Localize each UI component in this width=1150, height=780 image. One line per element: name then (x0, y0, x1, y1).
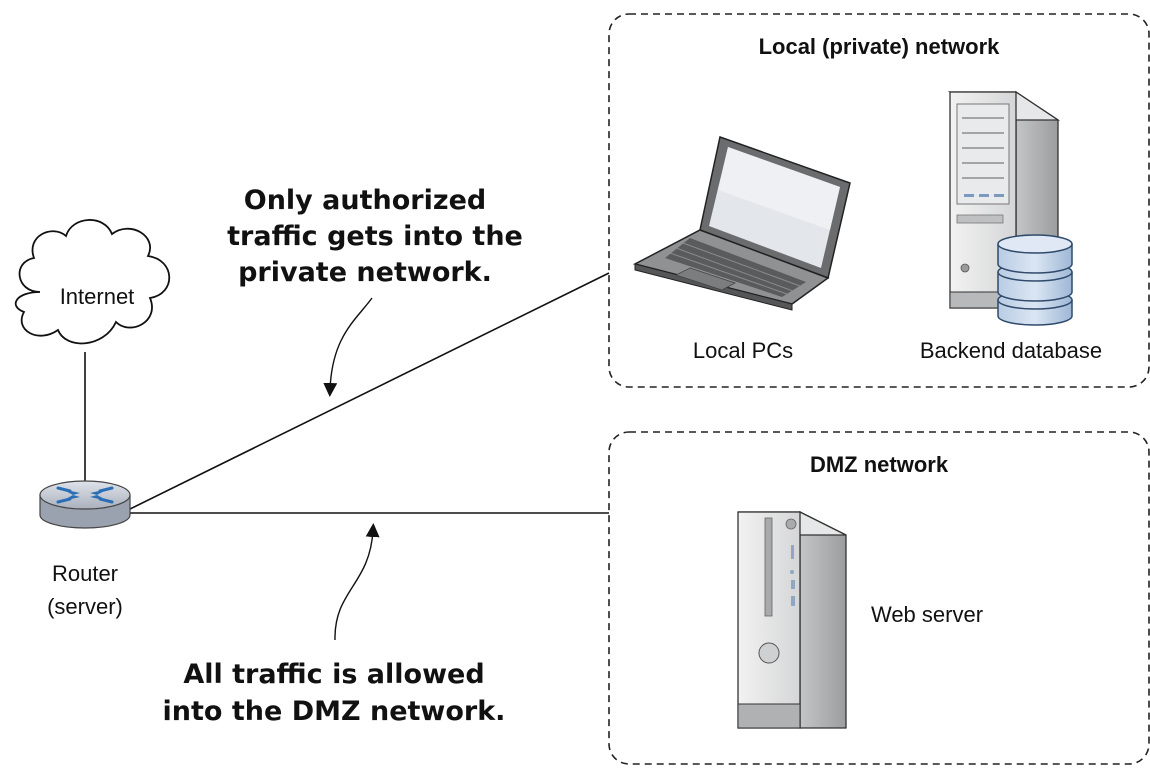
web-server-node: Web server (737, 510, 983, 729)
private-note-arrow (323, 297, 373, 397)
dmz-note-arrow (334, 523, 380, 641)
local-pcs-node: Local PCs (632, 136, 851, 363)
dmz-network-zone: DMZ network (608, 431, 1150, 765)
server-tower-icon (737, 510, 847, 729)
router-node: Router (server) (39, 480, 131, 619)
local-pcs-label: Local PCs (693, 338, 793, 363)
internet-cloud: Internet (14, 219, 171, 345)
private-note-line3: private network. (238, 257, 492, 288)
router-icon (39, 480, 131, 529)
web-server-label: Web server (871, 602, 983, 627)
private-note-line1: Only authorized (244, 185, 486, 216)
router-label-line2: (server) (47, 594, 123, 619)
private-network-title: Local (private) network (759, 34, 1001, 59)
dmz-network-title: DMZ network (810, 452, 949, 477)
backend-database-node: Backend database (920, 90, 1102, 363)
private-note-line2: traffic gets into the (227, 221, 523, 252)
dmz-annotation: All traffic is allowed into the DMZ netw… (163, 523, 506, 727)
database-icon (997, 234, 1073, 326)
private-network-annotation: Only authorized traffic gets into the pr… (227, 185, 523, 397)
dmz-note-line1: All traffic is allowed (183, 659, 484, 690)
backend-database-label: Backend database (920, 338, 1102, 363)
cloud-icon (14, 219, 171, 345)
internet-label: Internet (60, 284, 135, 309)
dmz-note-line2: into the DMZ network. (163, 696, 506, 727)
router-private-link (127, 272, 610, 511)
private-network-zone: Local (private) network (608, 13, 1150, 388)
router-label-line1: Router (52, 561, 118, 586)
laptop-icon (632, 136, 851, 311)
